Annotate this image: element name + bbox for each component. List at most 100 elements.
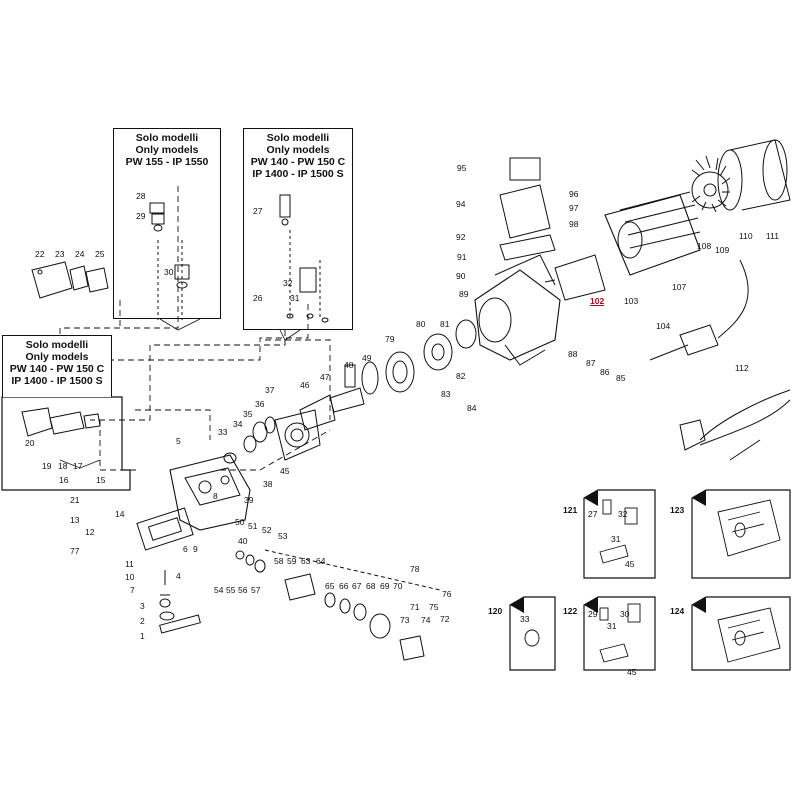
kit-121-part-45: 45 xyxy=(625,559,635,569)
stator-103 xyxy=(604,191,701,276)
callout-line: IP 1400 - IP 1500 S xyxy=(11,375,103,387)
part-number-45: 45 xyxy=(280,466,290,476)
part-number-24: 24 xyxy=(75,249,85,259)
part-number-51: 51 xyxy=(248,521,258,531)
part-number-78: 78 xyxy=(410,564,420,574)
part-number-76: 76 xyxy=(442,589,452,599)
part-number-17: 17 xyxy=(73,461,83,471)
part-number-97: 97 xyxy=(569,203,579,213)
part-number-35: 35 xyxy=(243,409,253,419)
part-number-69: 69 xyxy=(380,581,390,591)
part-number-80: 80 xyxy=(416,319,426,329)
kit-121-part-32: 32 xyxy=(618,509,628,519)
part-number-40: 40 xyxy=(238,536,248,546)
part-number-81: 81 xyxy=(440,319,450,329)
part-number-72: 72 xyxy=(440,614,450,624)
part-number-29: 29 xyxy=(136,211,146,221)
kit-120-part-33: 33 xyxy=(520,614,530,624)
part-number-26: 26 xyxy=(253,293,263,303)
part-number-68: 68 xyxy=(366,581,376,591)
part-number-39: 39 xyxy=(244,495,254,505)
callout-line: Only models xyxy=(266,144,330,156)
part-number-71: 71 xyxy=(410,602,420,612)
part-number-77: 77 xyxy=(70,546,80,556)
part-number-53: 53 xyxy=(278,531,288,541)
part-number-102: 102 xyxy=(590,296,605,306)
switch-box xyxy=(499,157,556,261)
callout-line: PW 140 - PW 150 C xyxy=(9,363,105,375)
part-number-104: 104 xyxy=(656,321,671,331)
capacitor-104 xyxy=(649,259,749,361)
part-number-111: 111 xyxy=(766,231,779,241)
kit-122-part-29: 29 xyxy=(588,609,598,619)
part-number-15: 15 xyxy=(96,475,106,485)
callout-line: Solo modelli xyxy=(135,132,199,144)
part-number-32: 32 xyxy=(283,278,293,288)
callout-line: Only models xyxy=(135,144,199,156)
lower-seal-chain xyxy=(235,549,441,661)
part-number-49: 49 xyxy=(362,353,372,363)
part-number-65: 65 xyxy=(325,581,335,591)
part-number-57: 57 xyxy=(251,585,261,595)
kit-122-part-30: 30 xyxy=(620,609,630,619)
part-number-74: 74 xyxy=(421,615,431,625)
pump-manifold xyxy=(136,454,251,551)
part-number-33: 33 xyxy=(218,427,228,437)
part-number-109: 109 xyxy=(715,245,730,255)
callout-line: IP 1400 - IP 1500 S xyxy=(252,168,344,180)
part-number-30: 30 xyxy=(164,267,174,277)
power-cord-112 xyxy=(679,389,791,461)
valve-parts-26-32 xyxy=(279,194,329,323)
part-number-58: 58 xyxy=(274,556,284,566)
part-number-27: 27 xyxy=(253,206,263,216)
part-number-6: 6 xyxy=(183,544,188,554)
part-number-75: 75 xyxy=(429,602,439,612)
part-number-108: 108 xyxy=(697,241,712,251)
part-number-98: 98 xyxy=(569,219,579,229)
motor-front-housing xyxy=(474,254,561,366)
part-number-13: 13 xyxy=(70,515,80,525)
part-number-52: 52 xyxy=(262,525,272,535)
part-number-90: 90 xyxy=(456,271,466,281)
callout-line: PW 140 - PW 150 C xyxy=(250,156,346,168)
motor-cover xyxy=(717,139,791,211)
part-number-47: 47 xyxy=(320,372,330,382)
part-number-83: 83 xyxy=(441,389,451,399)
part-number-10: 10 xyxy=(125,572,135,582)
callout-b-frame xyxy=(243,188,353,330)
piston-seal-chain xyxy=(223,319,477,464)
part-number-1: 1 xyxy=(140,631,145,641)
part-number-103: 103 xyxy=(624,296,639,306)
part-number-112: 112 xyxy=(735,363,749,373)
part-number-11: 11 xyxy=(125,559,134,569)
cooling-fan xyxy=(691,155,731,213)
part-number-28: 28 xyxy=(136,191,146,201)
part-number-94: 94 xyxy=(456,199,466,209)
part-number-79: 79 xyxy=(385,334,395,344)
part-number-70: 70 xyxy=(393,581,403,591)
part-number-2: 2 xyxy=(140,616,145,626)
kit-label-124: 124 xyxy=(670,606,685,616)
callout-line: Solo modelli xyxy=(25,339,89,351)
part-number-84: 84 xyxy=(467,403,477,413)
part-number-16: 16 xyxy=(59,475,69,485)
part-number-91: 91 xyxy=(457,252,467,262)
part-number-36: 36 xyxy=(255,399,265,409)
part-number-55: 55 xyxy=(226,585,236,595)
rotor-102 xyxy=(544,254,606,301)
part-number-82: 82 xyxy=(456,371,466,381)
kit-122-part-31: 31 xyxy=(607,621,617,631)
part-number-110: 110 xyxy=(739,231,753,241)
kit-label-120: 120 xyxy=(488,606,503,616)
part-number-14: 14 xyxy=(115,509,125,519)
part-number-4: 4 xyxy=(176,571,181,581)
bolt-stack xyxy=(159,570,201,634)
part-number-18: 18 xyxy=(58,461,68,471)
part-number-95: 95 xyxy=(457,163,467,173)
part-number-85: 85 xyxy=(616,373,626,383)
part-number-12: 12 xyxy=(85,527,95,537)
part-number-56: 56 xyxy=(238,585,248,595)
coupler-part-20 xyxy=(21,407,101,437)
part-number-88: 88 xyxy=(568,349,578,359)
